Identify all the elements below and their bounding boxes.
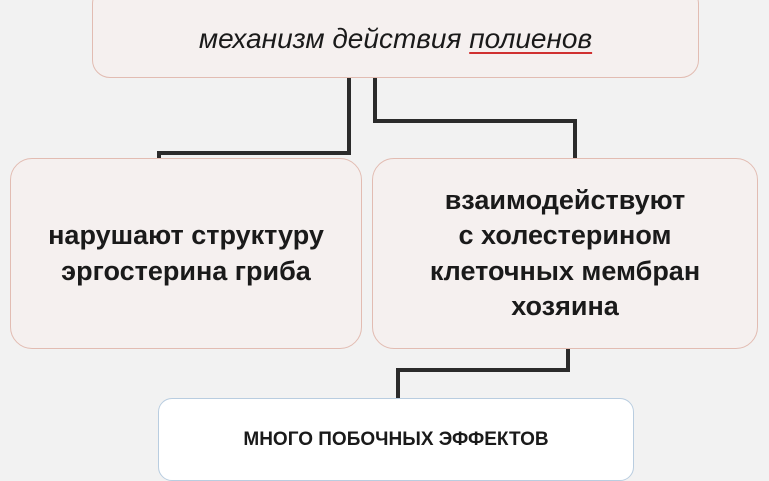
node-mechanism-underlined: полиенов [469,23,593,54]
node-side-effects-text: МНОГО ПОБОЧНЫХ ЭФФЕКТОВ [243,428,549,450]
node-mechanism-prefix: механизм действия [198,23,470,54]
node-right-line-1: взаимодействуют [444,185,686,216]
connector-top-to-left [157,78,351,166]
connector-right-to-bottom [396,347,570,398]
node-left-line-2: эргостерина гриба [61,255,311,286]
node-disrupt-ergosterol: нарушают структуру эргостерина гриба [10,158,362,349]
node-left-line-1: нарушают структуру [48,220,324,251]
node-mechanism: механизм действия полиенов [92,0,699,78]
node-right-line-4: хозяина [511,290,619,321]
node-interact-cholesterol: взаимодействуют с холестерином клеточных… [372,158,758,349]
node-side-effects: МНОГО ПОБОЧНЫХ ЭФФЕКТОВ [158,398,634,481]
node-right-line-3: клеточных мембран [429,255,701,286]
node-mechanism-text: механизм действия полиенов [199,23,592,55]
connector-top-to-right [373,78,577,158]
node-right-line-2: с холестерином [458,220,672,251]
